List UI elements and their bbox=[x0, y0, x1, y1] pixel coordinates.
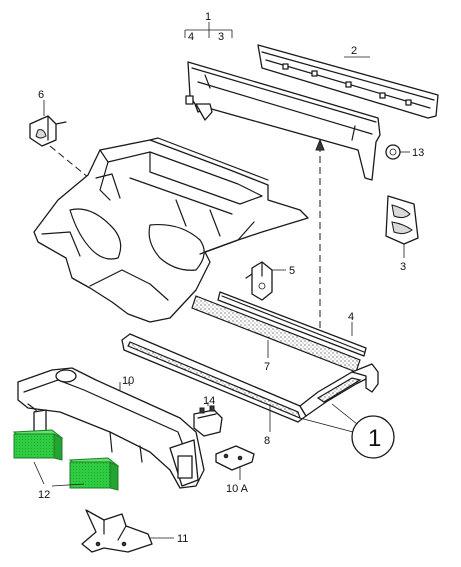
part-11-lower-bracket bbox=[81, 509, 174, 553]
label-part-7: 7 bbox=[264, 361, 270, 373]
label-part-12: 12 bbox=[38, 489, 50, 501]
part-labels: 1 4 3 2 6 13 3 5 4 7 10 14 8 10 A 12 11 … bbox=[38, 11, 424, 545]
part-2-top-rail bbox=[257, 44, 439, 119]
label-part-4: 4 bbox=[348, 311, 354, 323]
part-7-seal bbox=[191, 295, 361, 373]
part-13-nut bbox=[385, 144, 410, 160]
part-3-bracket bbox=[385, 195, 419, 258]
label-part-2: 2 bbox=[351, 45, 357, 57]
label-part-1: 1 bbox=[205, 11, 211, 23]
label-part-13: 13 bbox=[412, 147, 424, 159]
label-part-5: 5 bbox=[289, 265, 295, 277]
label-part-10a: 10 A bbox=[226, 483, 249, 495]
leader-lines bbox=[127, 381, 209, 406]
part-14-mount bbox=[193, 405, 223, 437]
dashed-assembly-line bbox=[315, 138, 325, 330]
part-6-bracket bbox=[29, 100, 151, 229]
part-5-bracket bbox=[245, 261, 286, 301]
label-part-3: 3 bbox=[400, 261, 406, 273]
label-part-6: 6 bbox=[38, 89, 44, 101]
label-callout-1: 1 bbox=[368, 425, 381, 452]
part-8-sill-rail bbox=[121, 333, 379, 432]
label-part-8: 8 bbox=[264, 435, 270, 447]
part-1-rear-panel bbox=[184, 22, 381, 181]
part-12-foam-blocks bbox=[12, 429, 120, 491]
label-part-1-sub-4: 4 bbox=[188, 31, 194, 43]
label-part-14: 14 bbox=[203, 395, 215, 407]
part-10a-plate bbox=[215, 445, 255, 480]
label-part-11: 11 bbox=[177, 533, 188, 545]
body-floor-pan bbox=[33, 137, 309, 323]
label-part-1-sub-3: 3 bbox=[218, 31, 224, 43]
part-4-strip bbox=[217, 291, 367, 357]
callout-1 bbox=[299, 403, 395, 459]
label-part-10: 10 bbox=[122, 375, 134, 387]
